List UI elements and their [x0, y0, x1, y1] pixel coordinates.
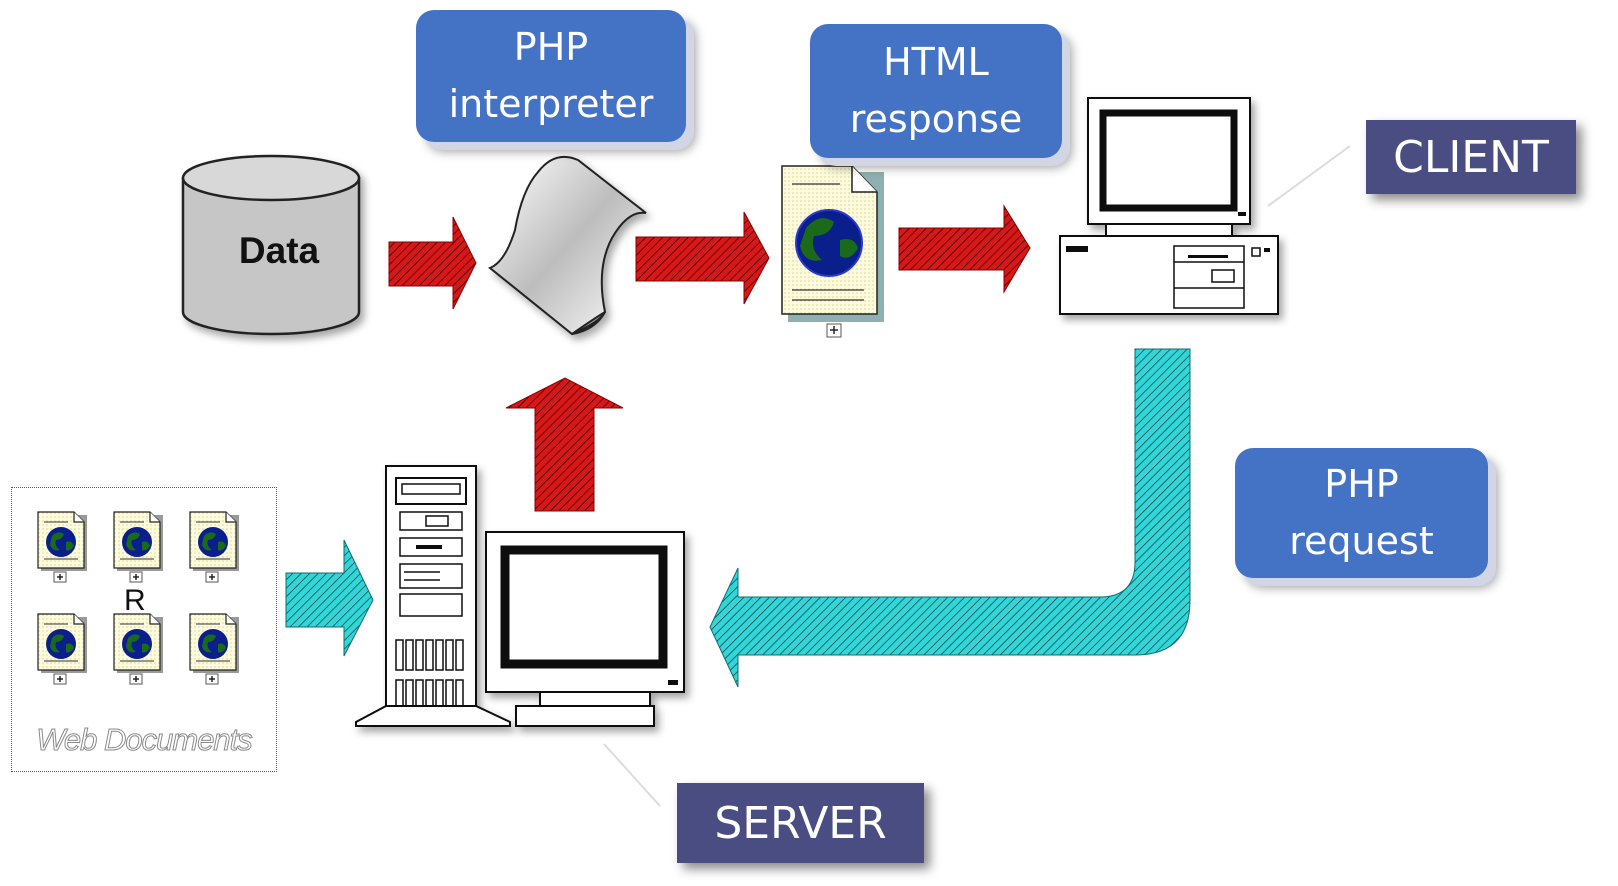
html-document-globe-icon — [781, 165, 884, 338]
web-documents-frame — [11, 487, 277, 772]
server-connector-line — [603, 743, 661, 807]
client-connector-line — [1267, 145, 1351, 207]
client-tag: CLIENT — [1366, 120, 1576, 194]
arrow-client-to-server-request — [709, 348, 1191, 688]
html-response-callout: HTML response — [810, 24, 1062, 158]
data-cylinder — [181, 154, 361, 336]
web-documents-label: Web Documents — [36, 722, 254, 758]
php-request-callout: PHP request — [1235, 448, 1488, 578]
arrow-webdocs-to-server — [285, 539, 374, 657]
arrow-html-to-client — [898, 204, 1031, 294]
server-tag: SERVER — [677, 783, 924, 863]
arrow-data-to-interpreter — [388, 216, 477, 310]
arrow-server-to-interpreter — [505, 377, 624, 512]
server-computer-icon — [355, 465, 685, 727]
r-mark: R — [124, 584, 146, 617]
php-interpreter-callout: PHP interpreter — [416, 10, 686, 142]
client-computer-icon — [1059, 97, 1279, 315]
data-label: Data — [238, 230, 320, 271]
arrow-interpreter-to-html — [635, 211, 770, 305]
php-interpreter-page-icon — [488, 156, 647, 336]
